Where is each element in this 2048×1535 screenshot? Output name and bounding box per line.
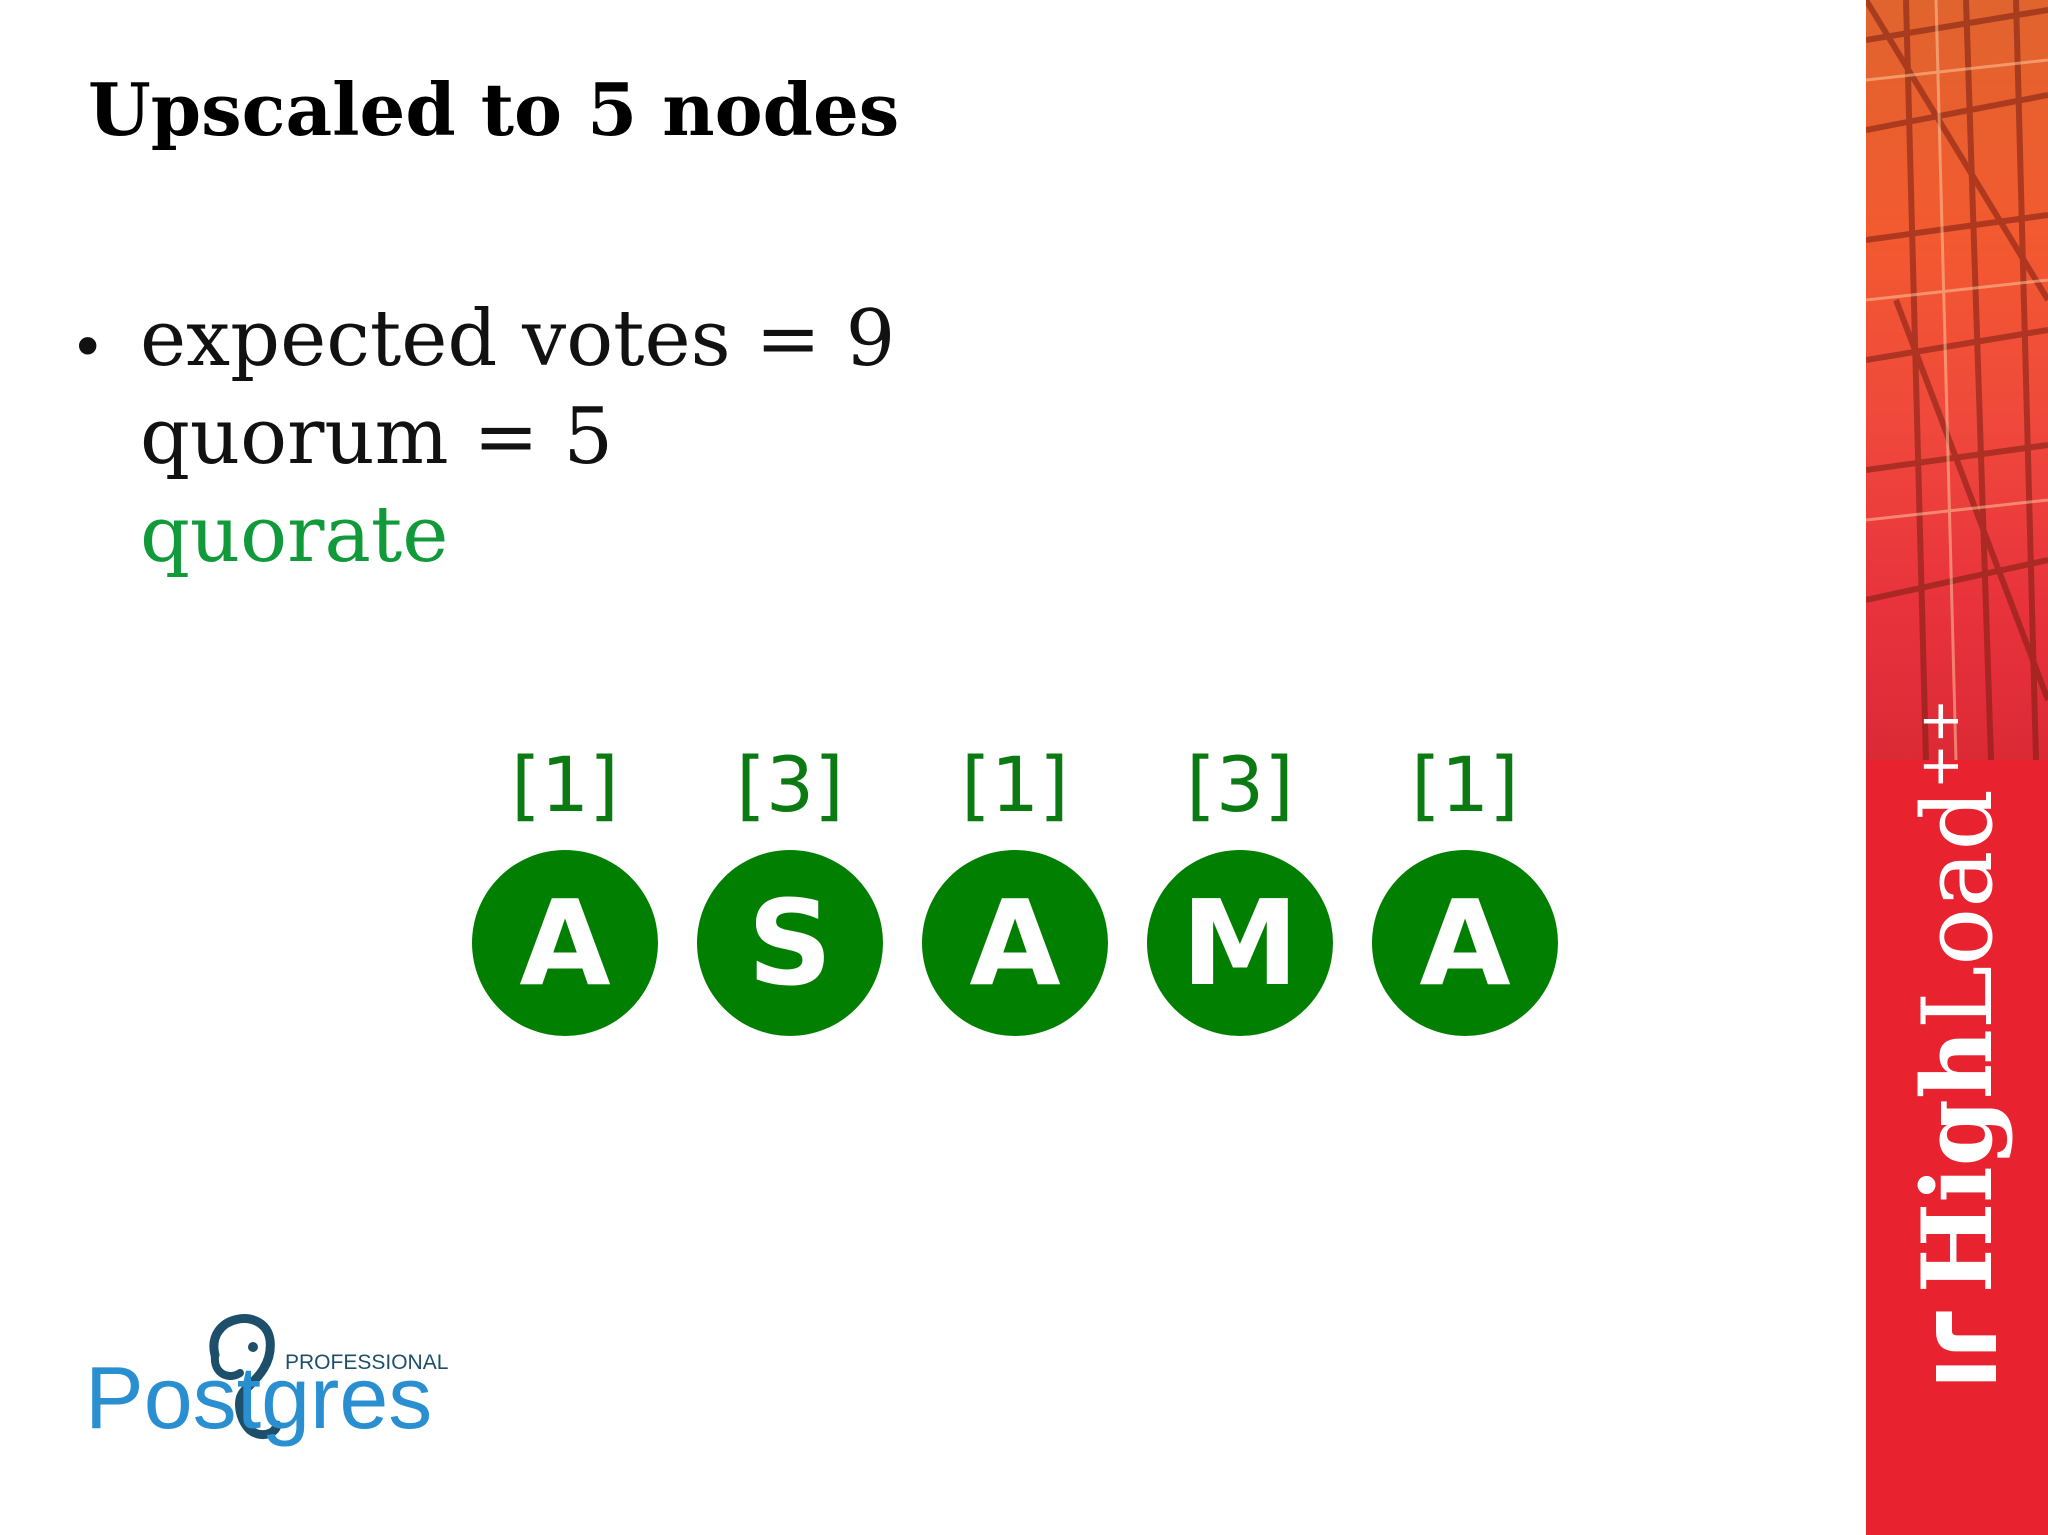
elephant-icon	[209, 1314, 282, 1440]
expected-votes-line: expected votes = 9	[140, 294, 896, 384]
brand-load: Load	[1902, 789, 2014, 1030]
node-circle: A	[922, 850, 1108, 1036]
bullet-item: expected votes = 9 quorum = 5 quorate	[140, 290, 895, 584]
highload-mark-icon	[1936, 1311, 1996, 1382]
brand-high: High	[1901, 1029, 2014, 1294]
brand-plusplus: ++	[1908, 698, 1971, 790]
quorate-status: quorate	[140, 490, 449, 580]
node-vote: [1]	[511, 740, 619, 829]
node-2: [3] S	[695, 730, 885, 1036]
logo-subtitle: PROFESSIONAL	[285, 1351, 449, 1374]
node-circle: M	[1147, 850, 1333, 1036]
node-1: [1] A	[470, 730, 660, 1036]
node-4: [3] M	[1145, 730, 1335, 1036]
node-circle: A	[472, 850, 658, 1036]
node-circle: A	[1372, 850, 1558, 1036]
nodes-diagram: [1] A [3] S [1] A [3] M [1] A	[470, 730, 1600, 1060]
node-circle: S	[697, 850, 883, 1036]
logo-wordmark: Postgres	[85, 1348, 433, 1447]
node-vote: [1]	[1411, 740, 1519, 829]
sidebar-artwork	[1866, 0, 2048, 760]
conference-sidebar: HighLoad++	[1866, 0, 2048, 1535]
node-vote: [3]	[736, 740, 844, 829]
postgres-professional-logo: PROFESSIONAL Postgres	[85, 1295, 465, 1465]
node-5: [1] A	[1370, 730, 1560, 1036]
node-3: [1] A	[920, 730, 1110, 1036]
highload-logo: HighLoad++	[1901, 698, 2014, 1382]
node-vote: [1]	[961, 740, 1069, 829]
bullet-marker: •	[70, 313, 106, 383]
bullet-list: • expected votes = 9 quorum = 5 quorate	[70, 290, 895, 584]
abstract-pattern-icon	[1866, 0, 2048, 760]
node-vote: [3]	[1186, 740, 1294, 829]
slide-title: Upscaled to 5 nodes	[88, 67, 900, 152]
quorum-line: quorum = 5	[140, 392, 614, 482]
sidebar-brand-panel	[1866, 760, 2048, 1535]
